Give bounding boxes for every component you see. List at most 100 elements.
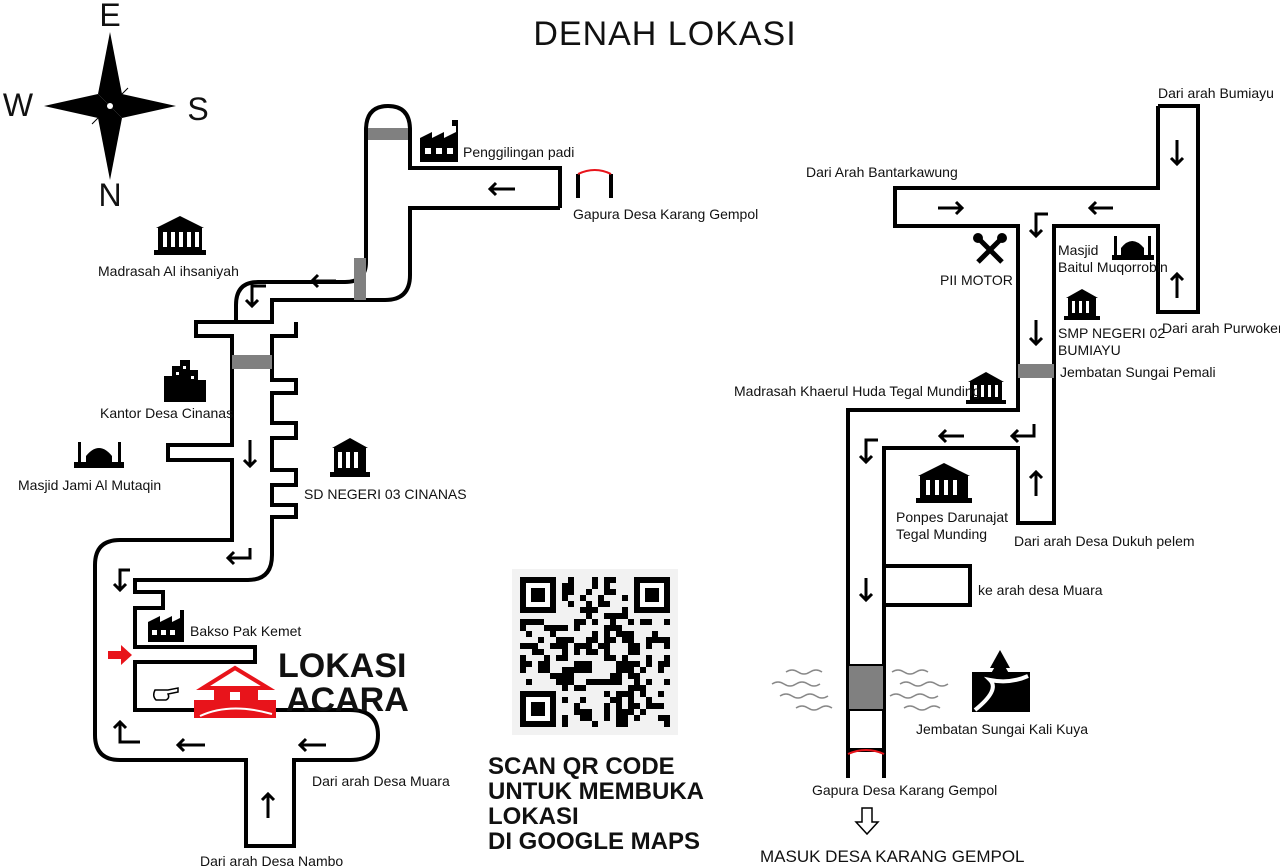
- water-waves-icon: [771, 669, 949, 711]
- qr-module: [538, 661, 544, 667]
- qr-module: [586, 679, 592, 685]
- qr-module: [556, 655, 562, 661]
- qr-module: [580, 667, 586, 673]
- qr-module: [592, 649, 598, 655]
- qr-module: [664, 637, 670, 643]
- qr-module: [628, 637, 634, 643]
- lokasi-acara-line1: LOKASI: [278, 647, 406, 685]
- label-madrasah: Madrasah Al ihsaniyah: [98, 263, 239, 279]
- qr-module: [580, 619, 586, 625]
- building-icon: [916, 463, 972, 503]
- label-dari-bantarkawung: Dari Arah Bantarkawung: [806, 164, 958, 180]
- qr-module: [622, 607, 628, 613]
- factory-icon: [148, 610, 184, 642]
- qr-module: [562, 721, 568, 727]
- qr-module: [562, 589, 568, 595]
- qr-module: [538, 667, 544, 673]
- qr-module: [598, 643, 604, 649]
- label-masjid-right-line2: Baitul Muqorrobin: [1058, 259, 1168, 275]
- qr-module: [616, 679, 622, 685]
- qr-module: [568, 601, 574, 607]
- right-road-network: [846, 104, 1200, 752]
- qr-module: [664, 721, 670, 727]
- qr-module: [538, 649, 544, 655]
- label-madrasah-khaerul: Madrasah Khaerul Huda Tegal Munding: [734, 383, 980, 399]
- qr-module: [628, 685, 634, 691]
- qr-module: [562, 643, 568, 649]
- qr-module: [646, 619, 652, 625]
- qr-module: [550, 631, 556, 637]
- qr-module: [580, 709, 586, 715]
- map-title: DENAH LOKASI: [533, 15, 796, 53]
- qr-module: [604, 649, 610, 655]
- qr-module: [646, 637, 652, 643]
- compass-rose-icon: [44, 32, 176, 180]
- qr-module: [574, 667, 580, 673]
- qr-module: [532, 619, 538, 625]
- qr-module: [622, 667, 628, 673]
- gate-icon: [576, 169, 613, 198]
- qr-module: [598, 679, 604, 685]
- factory-icon: [420, 120, 458, 162]
- qr-module: [562, 679, 568, 685]
- qr-module: [598, 595, 604, 601]
- qr-module: [574, 619, 580, 625]
- qr-module: [598, 601, 604, 607]
- label-gapura-bottom: Gapura Desa Karang Gempol: [812, 782, 997, 798]
- direction-arrows-right: [858, 140, 1185, 603]
- qr-module: [562, 655, 568, 661]
- qr-module: [544, 655, 550, 661]
- qr-module: [616, 667, 622, 673]
- label-sd: SD NEGERI 03 CINANAS: [304, 486, 467, 502]
- bridge-marker: [847, 664, 885, 711]
- qr-instruction-line1: SCAN QR CODE: [488, 753, 675, 780]
- qr-module: [616, 703, 622, 709]
- school-building-icon: [330, 438, 370, 477]
- qr-module: [592, 577, 598, 583]
- qr-module: [538, 637, 544, 643]
- label-dari-bumiayu: Dari arah Bumiayu: [1158, 85, 1274, 101]
- school-building-icon: [1064, 289, 1100, 320]
- qr-module: [592, 721, 598, 727]
- qr-module: [622, 613, 628, 619]
- qr-module: [628, 673, 634, 679]
- label-ke-muara: ke arah desa Muara: [978, 582, 1103, 598]
- compass-south-label: S: [187, 91, 208, 127]
- label-masuk-desa: MASUK DESA KARANG GEMPOL: [760, 847, 1025, 866]
- qr-module: [664, 715, 670, 721]
- qr-module: [604, 583, 610, 589]
- qr-module: [664, 655, 670, 661]
- qr-module: [562, 583, 568, 589]
- red-pointer-arrow: [108, 645, 132, 665]
- qr-module: [526, 631, 532, 637]
- label-jembatan-kuya: Jembatan Sungai Kali Kuya: [916, 721, 1088, 737]
- qr-module: [592, 583, 598, 589]
- qr-module: [568, 679, 574, 685]
- qr-module: [550, 673, 556, 679]
- qr-module: [574, 709, 580, 715]
- qr-module: [616, 631, 622, 637]
- qr-module: [604, 703, 610, 709]
- qr-module: [610, 619, 616, 625]
- qr-instruction-line3: LOKASI: [488, 803, 579, 830]
- qr-module: [574, 703, 580, 709]
- qr-module: [652, 703, 658, 709]
- qr-module: [634, 715, 640, 721]
- qr-module: [622, 655, 628, 661]
- qr-module: [580, 661, 586, 667]
- qr-module: [658, 661, 664, 667]
- qr-module: [646, 697, 652, 703]
- label-pii-motor: PII MOTOR: [940, 272, 1013, 288]
- qr-module: [628, 667, 634, 673]
- qr-module: [646, 643, 652, 649]
- qr-module: [592, 637, 598, 643]
- label-kantor-desa: Kantor Desa Cinanas: [100, 405, 233, 421]
- qr-module: [550, 625, 556, 631]
- qr-module: [574, 661, 580, 667]
- qr-module: [580, 697, 586, 703]
- qr-module: [634, 703, 640, 709]
- qr-module: [586, 709, 592, 715]
- qr-module: [604, 637, 610, 643]
- qr-module: [562, 625, 568, 631]
- bridge-marker: [368, 128, 408, 140]
